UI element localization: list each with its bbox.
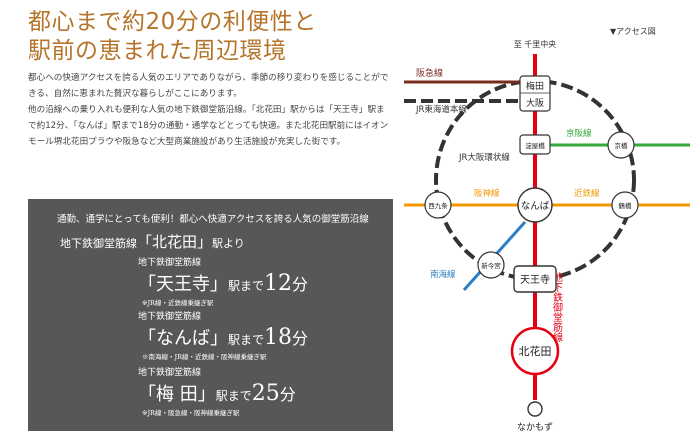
station-osaka-label: 大阪 <box>526 97 544 109</box>
station-yodoyabashi-label: 淀屋橋 <box>525 141 545 150</box>
destination-suffix: 駅まで <box>228 333 265 347</box>
destination-line: 地下鉄御堂筋線 <box>138 368 202 378</box>
origin-line: 地下鉄御堂筋線 <box>60 237 137 250</box>
intro-text: 都心への快適アクセスを誇る人気のエリアでありながら、季節の移り変わりを感じること… <box>28 70 390 150</box>
destination-unit: 分 <box>292 275 309 294</box>
station-tennoji <box>513 265 557 293</box>
access-panel: 通勤、通学にとっても便利！都心へ快適アクセスを誇る人気の御堂筋沿線 地下鉄御堂筋… <box>28 199 393 431</box>
panel-tagline: 通勤、通学にとっても便利！都心へ快適アクセスを誇る人気の御堂筋沿線 <box>57 214 369 225</box>
destination-tennoji: 地下鉄御堂筋線 「天王寺」駅まで12分 ※JR線・近鉄線乗継ぎ駅 <box>138 255 378 307</box>
station-yodoyabashi <box>519 134 551 155</box>
destination-unit: 分 <box>279 385 296 404</box>
heading-line-2: 駅前の恵まれた周辺環境 <box>28 38 287 64</box>
destination-minutes: 25 <box>251 381 280 406</box>
jr-tokaido-line-label: JR東海道本線 <box>415 104 467 115</box>
intro-paragraph-1: 都心への快適アクセスを誇る人気のエリアでありながら、季節の移り変わりを感じること… <box>28 73 389 99</box>
intro-paragraph-2: 他の沿線への乗り入れも便利な人気の地下鉄御堂筋沿線。「北花田」駅からは「天王寺」… <box>28 105 389 147</box>
origin-station: 「北花田」 <box>137 233 213 251</box>
station-kitahanada <box>510 326 560 376</box>
destination-line: 地下鉄御堂筋線 <box>138 312 202 322</box>
keihan-line-label: 京阪線 <box>566 128 592 139</box>
access-map-svg: ▼アクセス図 至 千里中央 阪急線 JR東海道本線 京阪線 JR大阪環状線 阪神… <box>404 27 690 433</box>
station-shin-imamiya <box>477 251 505 279</box>
origin-suffix: 駅より <box>212 237 245 250</box>
station-umeda-osaka <box>519 75 551 112</box>
page-heading: 都心まで約20分の利便性と 駅前の恵まれた周辺環境 <box>28 8 388 66</box>
kintetsu-line-label: 近鉄線 <box>574 188 600 199</box>
access-map: ▼アクセス図 至 千里中央 阪急線 JR東海道本線 京阪線 JR大阪環状線 阪神… <box>396 0 700 446</box>
station-namba <box>517 187 553 223</box>
destination-suffix: 駅まで <box>215 389 252 403</box>
destination-minutes: 18 <box>264 325 293 350</box>
hankyu-line-label: 阪急線 <box>416 67 443 79</box>
station-kyobashi-label: 京橋 <box>615 141 629 150</box>
station-nishikujo-label: 西九条 <box>428 201 448 210</box>
destination-note: ※南海線・JR線・近鉄線・阪神線乗継ぎ駅 <box>142 353 267 361</box>
station-nakamozu <box>527 401 543 417</box>
destination-station: 「梅 田」 <box>138 384 216 405</box>
heading-line-1: 都心まで約20分の利便性と <box>28 9 317 35</box>
direction-top-label: 至 千里中央 <box>514 39 557 49</box>
hanshin-line-label: 阪神線 <box>474 188 500 199</box>
destination-note: ※JR線・阪急線・阪神線乗継ぎ駅 <box>142 409 240 417</box>
destination-unit: 分 <box>292 329 309 348</box>
destination-minutes: 12 <box>264 271 293 296</box>
nankai-line-label: 南海線 <box>430 269 456 280</box>
destination-note: ※JR線・近鉄線乗継ぎ駅 <box>142 299 214 307</box>
station-kitahanada-label: 北花田 <box>519 345 552 358</box>
jr-loop-line-label: JR大阪環状線 <box>458 152 510 163</box>
station-nakamozu-label: なかもず <box>517 422 553 433</box>
access-map-title: ▼アクセス図 <box>610 27 656 36</box>
destination-time: 「梅 田」駅まで25分 <box>138 380 378 406</box>
station-tsuruhashi <box>611 191 639 219</box>
station-namba-label: なんば <box>521 201 550 212</box>
destination-time: 「天王寺」駅まで12分 <box>138 270 378 296</box>
destination-line: 地下鉄御堂筋線 <box>138 258 202 268</box>
destination-time: 「なんば」駅まで18分 <box>138 324 378 350</box>
station-umeda-label: 梅田 <box>526 80 544 92</box>
station-shin-imamiya-label: 新今宮 <box>481 261 501 270</box>
destination-namba: 地下鉄御堂筋線 「なんば」駅まで18分 ※南海線・JR線・近鉄線・阪神線乗継ぎ駅 <box>138 309 378 361</box>
station-tennoji-label: 天王寺 <box>520 274 550 286</box>
destination-station: 「天王寺」 <box>138 274 228 295</box>
destination-suffix: 駅まで <box>228 279 265 293</box>
station-kyobashi <box>607 131 635 159</box>
destination-umeda: 地下鉄御堂筋線 「梅 田」駅まで25分 ※JR線・阪急線・阪神線乗継ぎ駅 <box>138 365 378 417</box>
destination-station: 「なんば」 <box>138 328 228 349</box>
station-nishikujo <box>424 191 452 219</box>
origin-station-heading: 地下鉄御堂筋線「北花田」駅より <box>60 231 245 252</box>
station-tsuruhashi-label: 鶴橋 <box>619 201 633 210</box>
